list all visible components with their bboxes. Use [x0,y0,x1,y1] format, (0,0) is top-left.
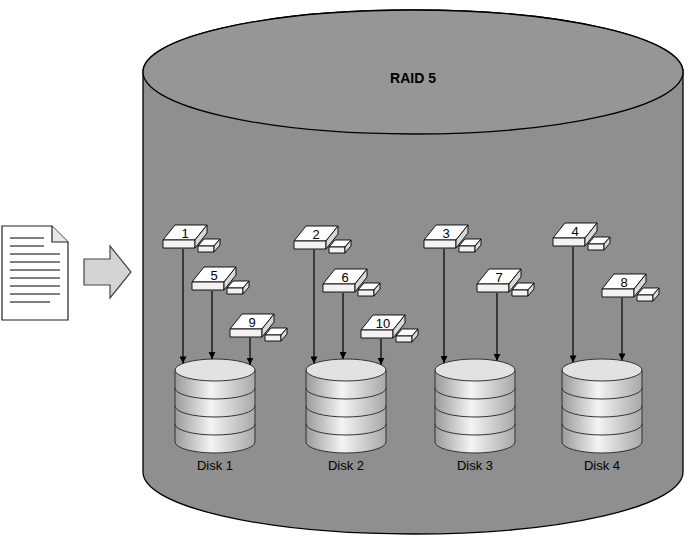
data-block [322,268,382,298]
disk-node: Disk 1 [174,358,256,474]
disk-label: Disk 1 [197,458,233,474]
write-arrow [572,247,573,362]
data-block [191,266,251,296]
data-block [162,224,222,254]
data-block [229,313,289,343]
disk-label: Disk 4 [584,458,620,474]
block-number: 7 [495,270,502,285]
disk-node: Disk 2 [305,358,387,474]
block-number: 6 [341,270,348,285]
write-arrow [313,250,314,363]
disk-node: Disk 3 [434,358,516,474]
block-node: 2 [293,225,353,255]
block-number: 3 [442,226,449,241]
block-node: 7 [476,268,536,298]
block-number: 2 [312,227,319,242]
block-number: 10 [376,316,390,331]
write-arrow [621,298,622,360]
disk-cylinder [434,358,516,458]
block-number: 8 [620,275,627,290]
block-node: 5 [191,266,251,296]
block-number: 5 [210,268,217,283]
write-arrow [496,293,497,361]
block-node: 1 [162,224,222,254]
block-node: 10 [360,314,420,344]
raid-array: RAID 5 1 2 3 4 5 6 7 8 9 10Disk 1 Disk 2 Disk 3 Disk … [141,6,685,538]
data-block [423,224,483,254]
document-icon [2,226,68,320]
write-arrow [380,339,381,365]
array-title: RAID 5 [390,69,436,87]
disk-cylinder [174,358,256,458]
disk-node: Disk 4 [561,358,643,474]
data-block [552,222,612,252]
data-block [476,268,536,298]
write-arrow [443,249,444,363]
disk-cylinder [561,358,643,458]
data-block [293,225,353,255]
write-arrow [249,338,250,365]
block-node: 8 [601,273,661,303]
block-node: 9 [229,313,289,343]
block-number: 4 [571,224,578,239]
disk-cylinder [305,358,387,458]
block-number: 1 [181,226,188,241]
block-node: 4 [552,222,612,252]
block-number: 9 [248,315,255,330]
write-arrow [211,291,212,359]
write-arrow [342,293,343,359]
write-arrow [182,249,183,363]
block-node: 3 [423,224,483,254]
data-block [601,273,661,303]
block-node: 6 [322,268,382,298]
disk-label: Disk 3 [457,458,493,474]
input-arrow [84,246,131,298]
disk-label: Disk 2 [328,458,364,474]
